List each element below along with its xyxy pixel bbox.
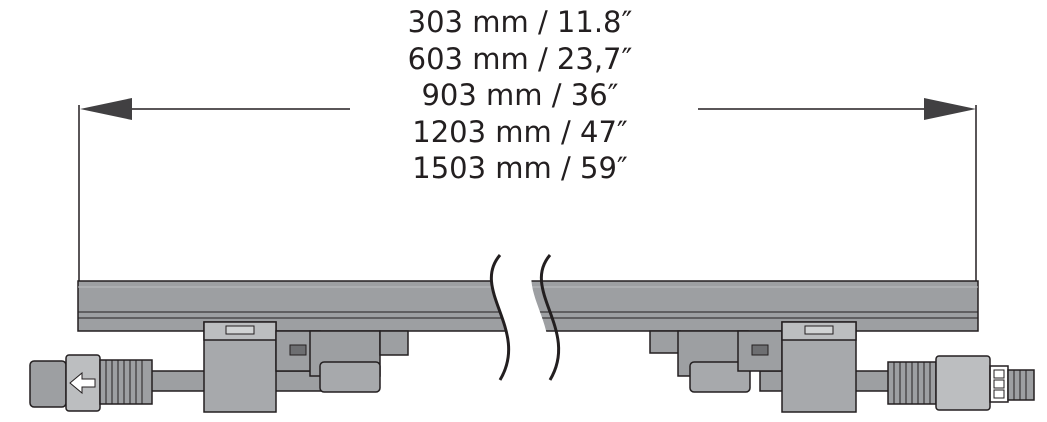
dimension-label: 903 mm / 36″	[421, 78, 619, 112]
break-mark-icon	[489, 254, 561, 381]
arrow-left-icon	[80, 98, 350, 120]
dimension-labels: 303 mm / 11.8″ 603 mm / 23,7″ 903 mm / 3…	[340, 4, 700, 187]
connector-male-icon	[887, 355, 1035, 411]
mounting-clip-left	[203, 321, 321, 413]
arrow-right-icon	[698, 98, 976, 120]
dimension-label: 603 mm / 23,7″	[407, 41, 633, 76]
bracket-left	[309, 330, 409, 393]
connector-female-icon	[29, 354, 153, 412]
mounting-clip-right	[781, 321, 857, 413]
dimension-label: 1503 mm / 59″	[412, 151, 628, 185]
dimension-label: 303 mm / 11.8″	[407, 5, 633, 39]
dimension-label: 1203 mm / 47″	[412, 114, 628, 149]
